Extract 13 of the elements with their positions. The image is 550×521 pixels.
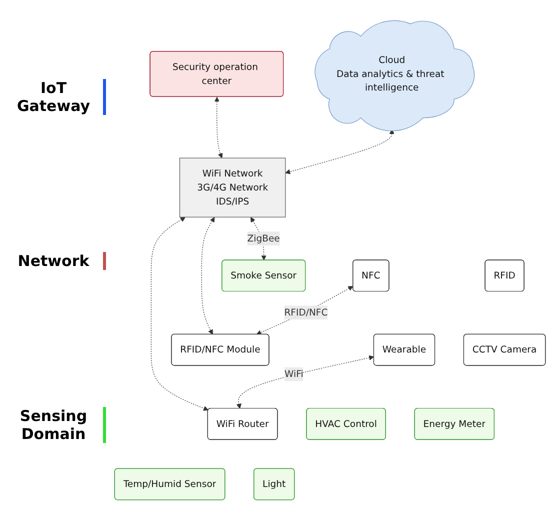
layer-label: Sensing Domain xyxy=(4,406,106,442)
arrow xyxy=(285,129,394,174)
layer-label: Network xyxy=(4,252,106,270)
edge-label: ZigBee xyxy=(247,233,280,244)
layer-label: IoT Gateway xyxy=(4,78,106,114)
edge-label: RFID/NFC xyxy=(284,307,328,318)
arrow xyxy=(214,97,223,159)
arrow xyxy=(201,217,215,335)
arrow xyxy=(150,217,208,412)
node-box: WiFi Network 3G/4G Network IDS/IPS xyxy=(179,158,286,218)
edge-label: WiFi xyxy=(284,368,304,380)
arrow xyxy=(256,286,354,336)
arrow xyxy=(236,356,374,410)
